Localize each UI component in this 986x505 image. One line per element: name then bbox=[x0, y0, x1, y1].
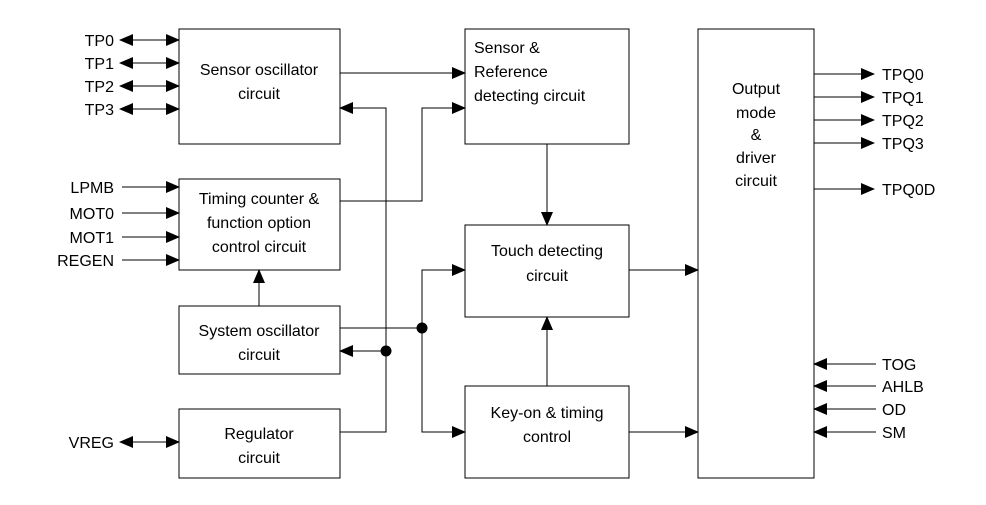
sensor-reference-block: Sensor & Reference detecting circuit bbox=[464, 28, 630, 145]
pin-sm-label: SM bbox=[882, 425, 906, 442]
output-label-1: Output bbox=[732, 81, 781, 98]
keyon-timing-block: Key-on & timing control bbox=[464, 385, 630, 479]
pin-tp2-label: TP2 bbox=[85, 79, 114, 96]
pin-tpq2-label: TPQ2 bbox=[882, 113, 924, 130]
pin-od-label: OD bbox=[882, 402, 906, 419]
regulator-to-sensor-osc-arrow bbox=[339, 102, 387, 433]
system-oscillator-block: System oscillator circuit bbox=[178, 305, 341, 375]
timing-counter-label-1: Timing counter & bbox=[199, 191, 320, 208]
pin-tog-label: TOG bbox=[882, 357, 916, 374]
timing-counter-label-3: control circuit bbox=[212, 239, 307, 256]
timing-counter-label-2: function option bbox=[207, 215, 311, 232]
timing-counter-to-sensor-ref-arrow bbox=[340, 102, 466, 202]
pin-vreg-label: VREG bbox=[69, 435, 114, 452]
control-input-pins: LPMB MOT0 MOT1 REGEN bbox=[57, 180, 180, 270]
pin-tp0-label: TP0 bbox=[85, 33, 114, 50]
vreg-pin: VREG bbox=[69, 435, 180, 452]
touch-detecting-label-1: Touch detecting bbox=[491, 243, 603, 260]
timing-counter-block: Timing counter & function option control… bbox=[178, 178, 341, 271]
clock-junction-dot bbox=[416, 322, 428, 334]
power-junction-dot bbox=[380, 345, 392, 357]
regulator-label-1: Regulator bbox=[224, 426, 294, 443]
pin-tpq3-label: TPQ3 bbox=[882, 136, 924, 153]
keyon-timing-label-2: control bbox=[523, 429, 571, 446]
output-label-2: mode bbox=[736, 105, 776, 122]
tp-pins: TP0 TP1 TP2 TP3 bbox=[85, 33, 180, 119]
clock-to-touch-detect-arrow bbox=[421, 264, 466, 328]
output-label-4: driver bbox=[736, 150, 777, 167]
pin-tpq0-label: TPQ0 bbox=[882, 67, 924, 84]
mode-input-pins: TOG AHLB OD SM bbox=[813, 357, 924, 442]
regulator-label-2: circuit bbox=[238, 450, 280, 467]
sensor-reference-label-1: Sensor & bbox=[474, 40, 540, 57]
output-label-5: circuit bbox=[735, 173, 777, 190]
pin-tpq1-label: TPQ1 bbox=[882, 90, 924, 107]
clock-to-keyon-arrow bbox=[421, 328, 466, 438]
pin-tp1-label: TP1 bbox=[85, 56, 114, 73]
touch-detecting-label-2: circuit bbox=[526, 268, 568, 285]
sensor-oscillator-label-2: circuit bbox=[238, 86, 280, 103]
pin-mot1-label: MOT1 bbox=[70, 230, 115, 247]
output-pins: TPQ0 TPQ1 TPQ2 TPQ3 TPQ0D bbox=[814, 67, 935, 199]
output-label-3: & bbox=[751, 127, 762, 144]
pin-ahlb-label: AHLB bbox=[882, 379, 924, 396]
sensor-reference-label-2: Reference bbox=[474, 64, 548, 81]
regulator-block: Regulator circuit bbox=[178, 408, 341, 479]
pin-regen-label: REGEN bbox=[57, 253, 114, 270]
system-oscillator-label-1: System oscillator bbox=[199, 323, 321, 340]
touch-detecting-block: Touch detecting circuit bbox=[464, 224, 630, 318]
pin-lpmb-label: LPMB bbox=[70, 180, 114, 197]
pin-tp3-label: TP3 bbox=[85, 102, 114, 119]
keyon-timing-label-1: Key-on & timing bbox=[491, 405, 604, 422]
system-oscillator-label-2: circuit bbox=[238, 347, 280, 364]
pin-tpq0d-label: TPQ0D bbox=[882, 182, 935, 199]
sensor-reference-label-3: detecting circuit bbox=[474, 88, 586, 105]
output-driver-block: Output mode & driver circuit bbox=[697, 28, 815, 479]
sensor-oscillator-label-1: Sensor oscillator bbox=[200, 62, 319, 79]
sensor-oscillator-block: Sensor oscillator circuit bbox=[178, 28, 341, 145]
pin-mot0-label: MOT0 bbox=[70, 206, 115, 223]
